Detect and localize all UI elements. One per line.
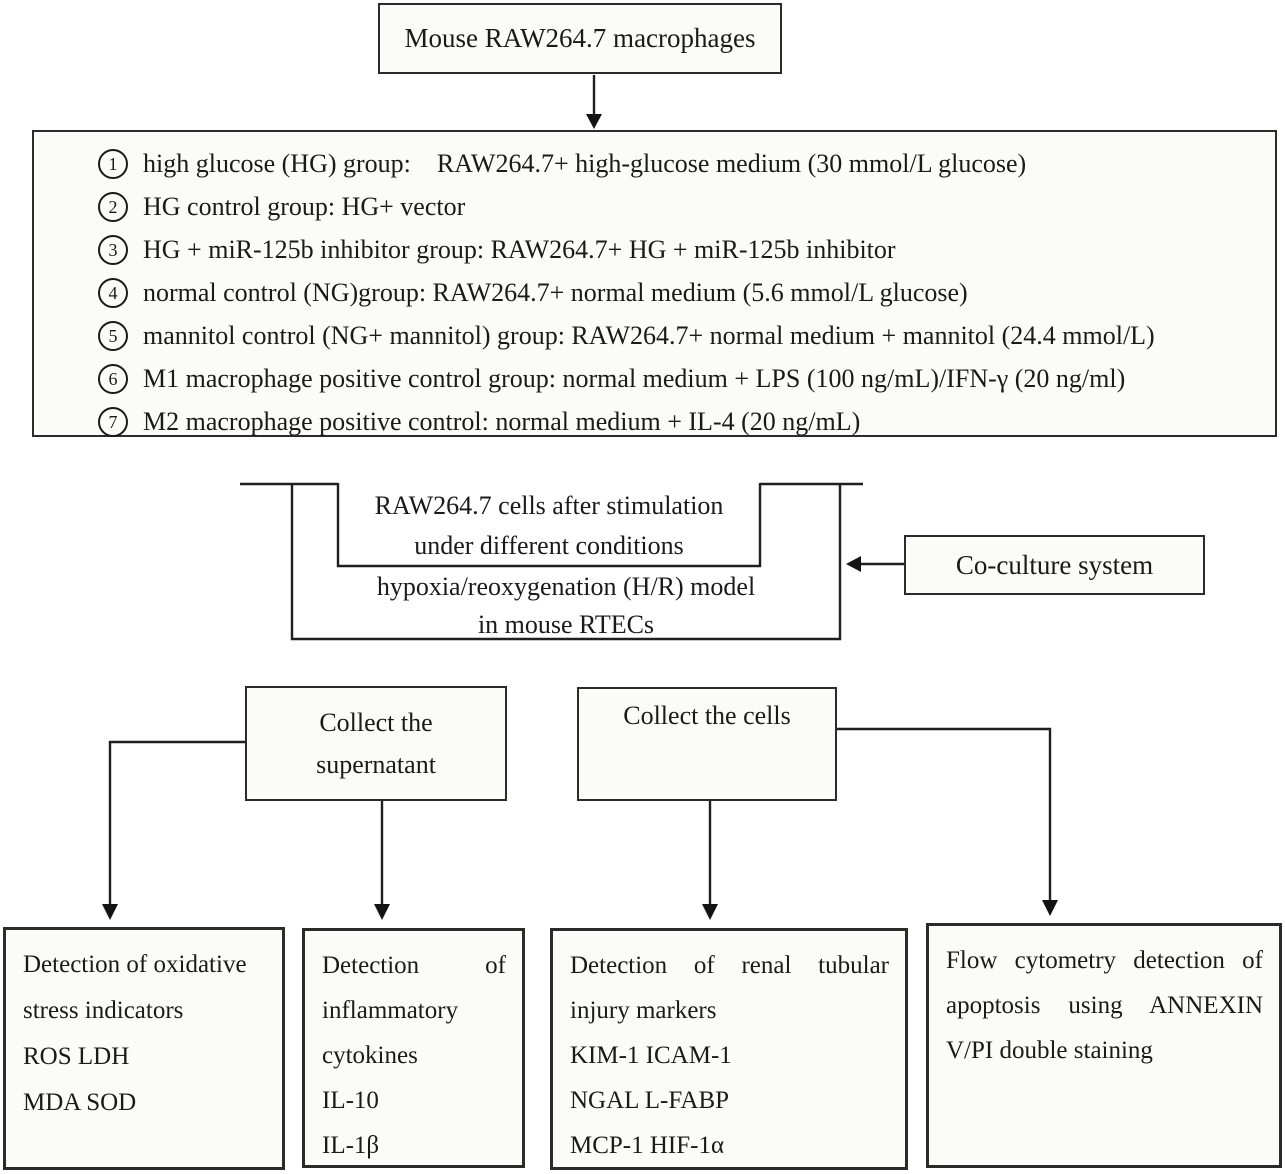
injury-line-1: Detection of renal tubular [570, 952, 889, 979]
oxidative-stress-box: Detection of oxidative stress indicators… [3, 927, 285, 1170]
stimulated-cells-line2: under different conditions [414, 531, 684, 560]
arrow-cells-to-apoptosis-head [1042, 900, 1058, 916]
hr-model-line1: hypoxia/reoxygenation (H/R) model [376, 572, 756, 601]
oxidative-line-4: MDA SOD [23, 1089, 137, 1116]
circled-number-3: 3 [98, 234, 128, 265]
arrow-cells-to-injury-head [702, 904, 718, 920]
title-box-label: Mouse RAW264.7 macrophages [404, 23, 756, 53]
protocol-row-2: 2 HG control group: HG+ vector [98, 185, 1257, 228]
apoptosis-line-3: V/PI double staining [946, 1037, 1153, 1064]
protocol-row-5-text: mannitol control (NG+ mannitol) group: R… [143, 320, 1155, 350]
protocol-row-3: 3 HG + miR-125b inhibitor group: RAW264.… [98, 228, 1257, 271]
coculture-system-label: Co-culture system [955, 549, 1154, 580]
collect-supernatant-line2: supernatant [316, 750, 436, 779]
protocol-row-1: 1 high glucose (HG) group: RAW264.7+ hig… [98, 142, 1257, 185]
protocol-row-3-text: HG + miR-125b inhibitor group: RAW264.7+… [143, 234, 896, 264]
protocol-row-7: 7 M2 macrophage positive control: normal… [98, 400, 1257, 443]
collect-cells-label: Collect the cells [623, 701, 791, 730]
oxidative-line-1: Detection of oxidative [23, 951, 247, 978]
coculture-system-box: Co-culture system [904, 535, 1205, 595]
injury-line-5: MCP-1 HIF-1α [570, 1132, 725, 1159]
apoptosis-line-1: Flow cytometry detection of [946, 947, 1263, 974]
arrow-cells-to-apoptosis-line [837, 727, 1052, 900]
cytokines-line-4: IL-10 [322, 1087, 379, 1114]
collect-cells-box: Collect the cells [577, 687, 837, 801]
cytokines-line-5: IL-1β [322, 1132, 380, 1159]
protocol-row-6: 6 M1 macrophage positive control group: … [98, 357, 1257, 400]
circled-number-4: 4 [98, 277, 128, 308]
protocol-row-2-text: HG control group: HG+ vector [143, 191, 466, 221]
protocol-row-6-text: M1 macrophage positive control group: no… [143, 363, 1126, 393]
arrow-title-to-protocol-head [586, 114, 602, 129]
collect-supernatant-line1: Collect the [319, 708, 433, 737]
flow-cytometry-apoptosis-box: Flow cytometry detection of apoptosis us… [926, 923, 1282, 1168]
protocol-row-5: 5 mannitol control (NG+ mannitol) group:… [98, 314, 1257, 357]
stimulated-cells-line1: RAW264.7 cells after stimulation [374, 491, 724, 520]
arrow-supernatant-to-oxidative-line [108, 740, 245, 904]
injury-line-4: NGAL L-FABP [570, 1087, 730, 1114]
circled-number-7: 7 [98, 406, 128, 437]
injury-line-3: KIM-1 ICAM-1 [570, 1042, 732, 1069]
cytokines-line-1: Detection of [322, 952, 506, 979]
collect-supernatant-box: Collect the supernatant [245, 686, 507, 801]
arrow-supernatant-to-cytokines-head [374, 904, 390, 920]
arrow-supernatant-to-oxidative-head [102, 904, 118, 920]
apoptosis-line-2: apoptosis using ANNEXIN [946, 992, 1263, 1019]
protocol-row-7-text: M2 macrophage positive control: normal m… [143, 406, 861, 436]
renal-injury-markers-box: Detection of renal tubular injury marker… [550, 928, 908, 1170]
protocol-box: 1 high glucose (HG) group: RAW264.7+ hig… [32, 130, 1277, 437]
circled-number-5: 5 [98, 320, 128, 351]
protocol-row-4: 4 normal control (NG)group: RAW264.7+ no… [98, 271, 1257, 314]
circled-number-1: 1 [98, 148, 128, 179]
cytokines-line-3: cytokines [322, 1042, 418, 1069]
hr-model-label: hypoxia/reoxygenation (H/R) model in mou… [292, 568, 840, 644]
circled-number-2: 2 [98, 191, 128, 222]
stimulated-cells-label: RAW264.7 cells after stimulation under d… [338, 486, 760, 566]
hr-model-line2: in mouse RTECs [477, 610, 655, 639]
cytokines-line-2: inflammatory [322, 997, 459, 1024]
arrow-coculture-head [846, 556, 861, 572]
injury-line-2: injury markers [570, 997, 717, 1024]
circled-number-6: 6 [98, 363, 128, 394]
inflammatory-cytokines-box: Detection of inflammatory cytokines IL-1… [302, 928, 525, 1168]
oxidative-line-2: stress indicators [23, 997, 184, 1024]
oxidative-line-3: ROS LDH [23, 1043, 130, 1070]
protocol-row-1-text: high glucose (HG) group: RAW264.7+ high-… [143, 148, 1027, 178]
title-box: Mouse RAW264.7 macrophages [378, 3, 782, 74]
protocol-row-4-text: normal control (NG)group: RAW264.7+ norm… [143, 277, 968, 307]
